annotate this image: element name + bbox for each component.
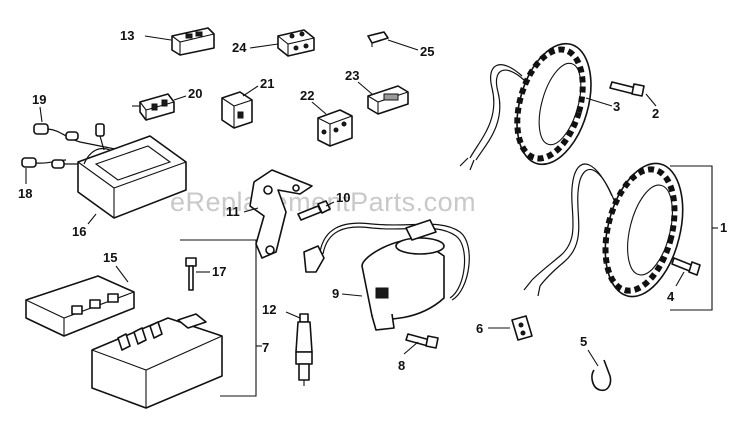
leader-21 (242, 85, 259, 97)
label-11: 11 (226, 204, 240, 219)
label-21: 21 (260, 76, 274, 91)
leader-25 (387, 39, 419, 51)
label-19: 19 (32, 92, 46, 107)
label-13: 13 (120, 28, 134, 43)
part-7-regulator-rectifier[interactable] (91, 313, 223, 409)
label-10: 10 (336, 190, 350, 205)
part-20-connector[interactable] (132, 93, 175, 121)
leader-10 (325, 201, 335, 207)
part-17-bolt[interactable] (185, 257, 197, 291)
leader-22 (311, 101, 327, 115)
label-16: 16 (72, 224, 86, 239)
leader-24 (249, 43, 279, 49)
leader-5 (587, 349, 599, 367)
label-4: 4 (667, 289, 675, 304)
label-25: 25 (420, 44, 434, 59)
leader-16 (87, 213, 97, 225)
label-24: 24 (232, 40, 247, 55)
leader-2 (645, 93, 657, 107)
leader-8 (403, 341, 419, 355)
part-22-coupling[interactable] (317, 109, 353, 147)
label-2: 2 (652, 106, 659, 121)
label-17: 17 (212, 264, 226, 279)
group-1-bracket (670, 165, 713, 311)
part-15-regulator[interactable] (25, 275, 135, 337)
leader-20 (173, 95, 187, 101)
part-1-stator[interactable] (523, 155, 695, 304)
label-5: 5 (580, 334, 587, 349)
part-10-screw[interactable] (297, 200, 331, 221)
part-11-bracket[interactable] (249, 169, 313, 259)
part-24-terminal-block[interactable] (277, 29, 315, 57)
group-7-bracket (180, 239, 257, 397)
part-23-socket[interactable] (367, 85, 409, 115)
label-9: 9 (332, 286, 339, 301)
label-6: 6 (476, 321, 483, 336)
label-8: 8 (398, 358, 405, 373)
label-23: 23 (345, 68, 359, 83)
part-18-terminal[interactable] (21, 157, 84, 169)
part-21-plug[interactable] (221, 91, 253, 129)
part-19-terminal[interactable] (33, 123, 121, 151)
label-18: 18 (18, 186, 32, 201)
leader-13 (144, 35, 172, 41)
part-25-terminal-clip[interactable] (367, 31, 389, 47)
part-2-screw[interactable] (609, 81, 645, 97)
part-8-screw[interactable] (405, 333, 439, 349)
label-12: 12 (262, 302, 276, 317)
part-9-ignition-coil[interactable] (303, 219, 470, 331)
part-13-connector[interactable] (171, 27, 215, 56)
leader-12 (285, 311, 301, 319)
label-3: 3 (613, 99, 620, 114)
label-22: 22 (300, 88, 314, 103)
part-4-screw[interactable] (671, 257, 701, 276)
label-7: 7 (262, 340, 269, 355)
part-6-clamp[interactable] (511, 315, 533, 341)
leader-19 (39, 106, 43, 123)
leader-15 (115, 265, 129, 283)
part-5-wire-clip[interactable] (591, 359, 612, 392)
leader-11 (243, 207, 259, 213)
leader-4 (675, 271, 685, 287)
label-20: 20 (188, 86, 202, 101)
part-16-rectifier[interactable] (77, 135, 187, 219)
label-1: 1 (720, 220, 727, 235)
part-12-spark-plug[interactable] (295, 313, 313, 386)
leader-9 (341, 293, 363, 297)
label-15: 15 (103, 250, 117, 265)
leader-3 (585, 97, 613, 107)
part-3-stator[interactable] (459, 35, 604, 173)
leader-23 (357, 81, 373, 95)
